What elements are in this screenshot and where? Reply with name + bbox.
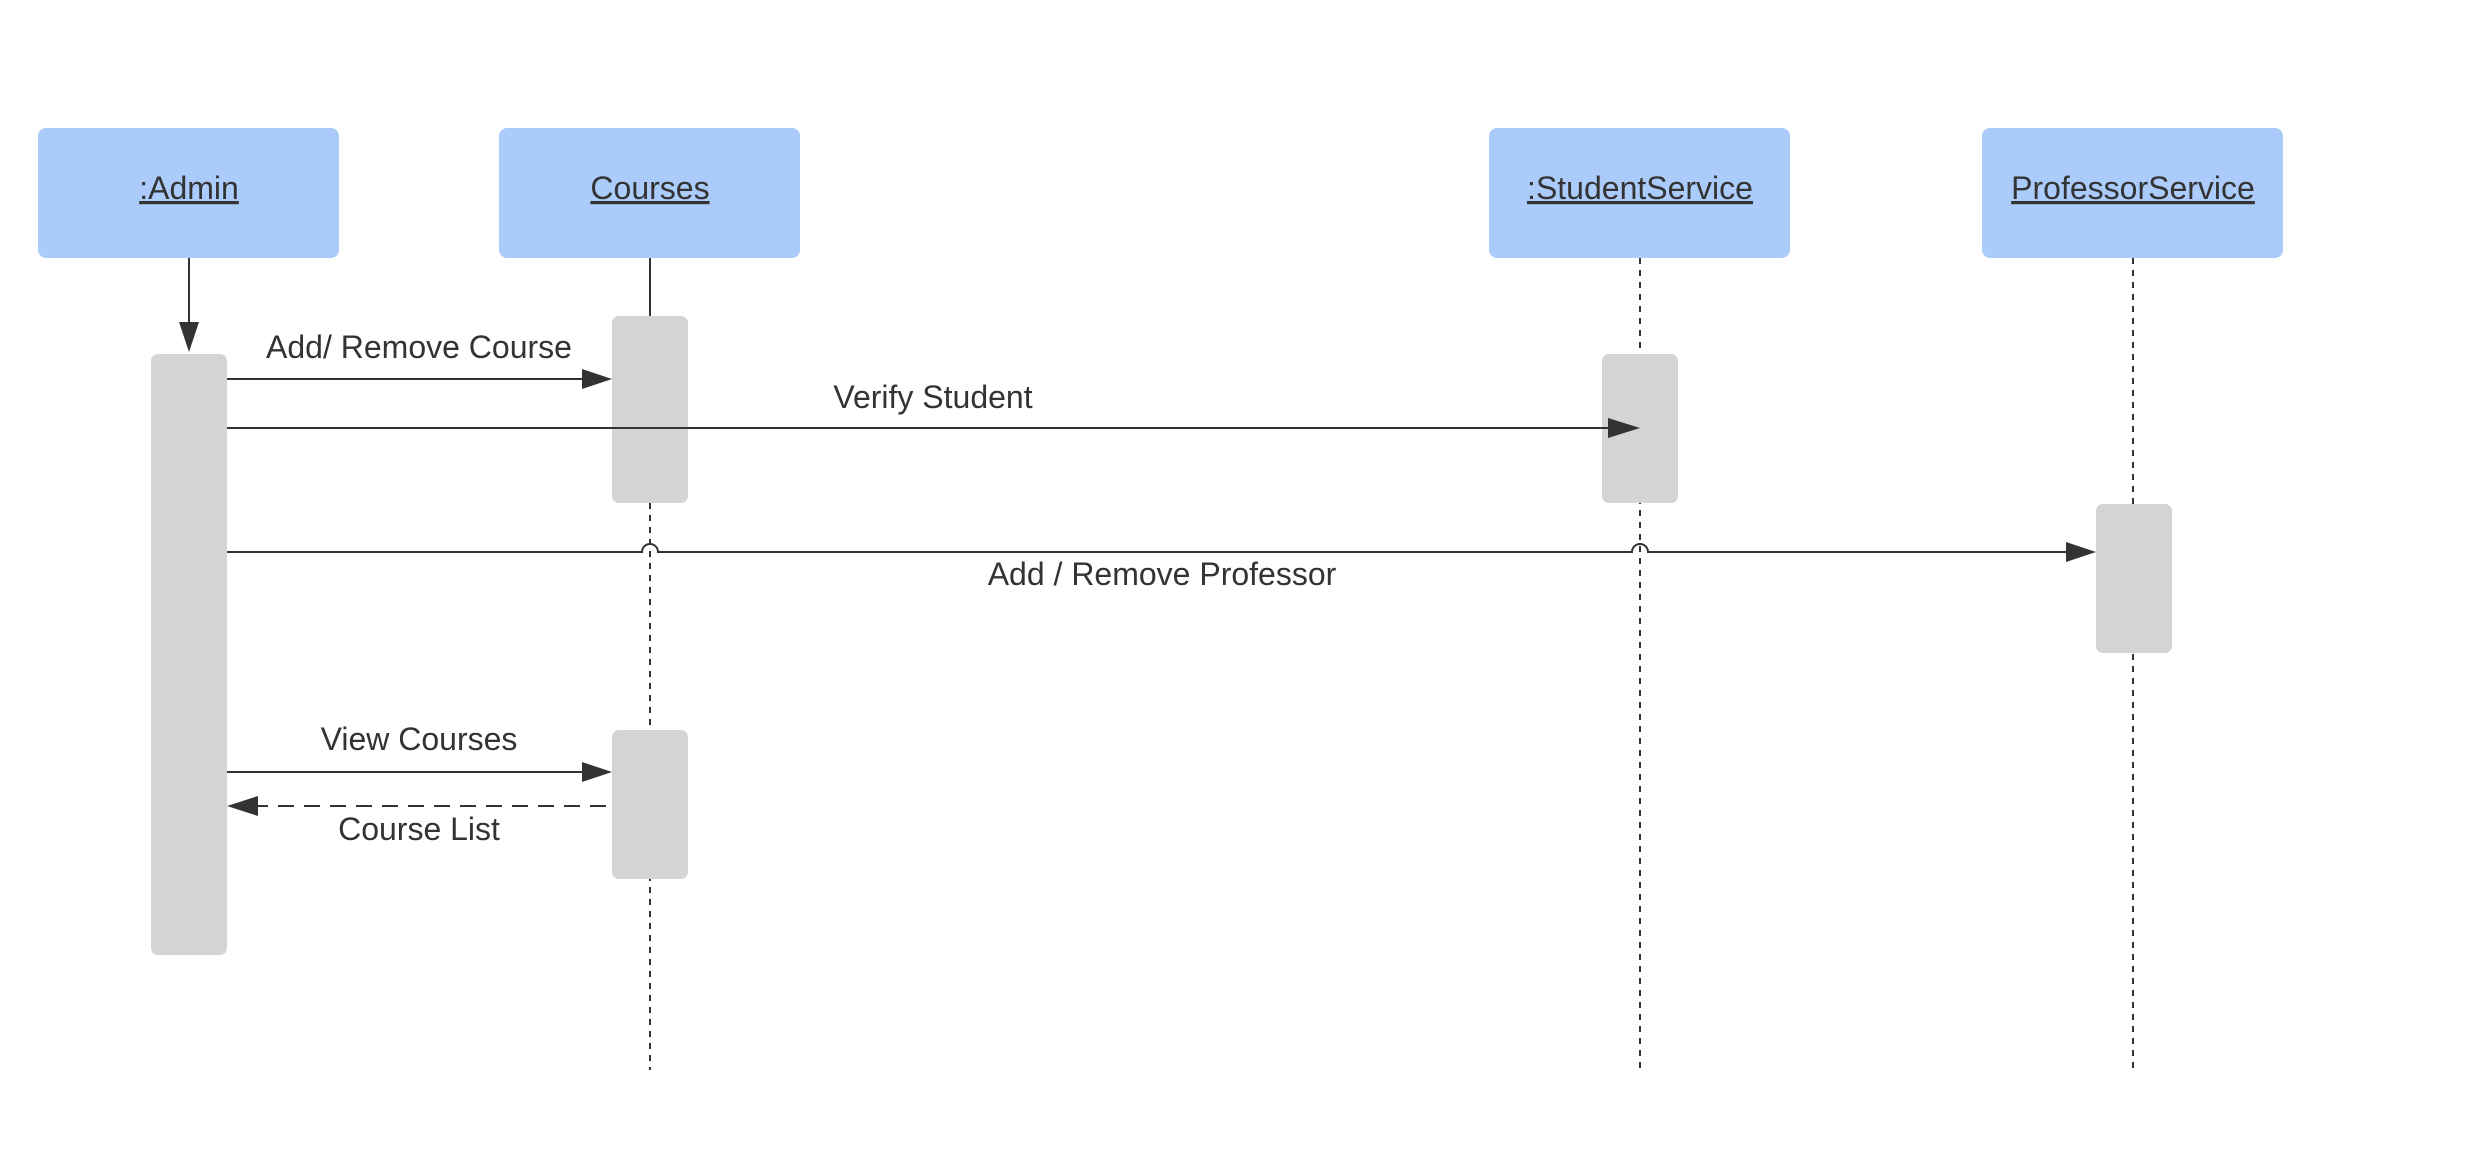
message-add-remove-professor[interactable]: Add / Remove Professor (227, 542, 2096, 592)
message-verify-student[interactable]: Verify Student (227, 379, 1640, 438)
message-view-courses-label: View Courses (321, 721, 518, 757)
message-add-remove-professor-label: Add / Remove Professor (988, 556, 1337, 592)
participant-admin-label: :Admin (139, 170, 239, 206)
activation-student-service (1602, 354, 1678, 503)
participant-courses-label: Courses (590, 170, 709, 206)
activation-admin (151, 354, 227, 955)
participant-courses[interactable]: Courses (499, 128, 800, 258)
message-verify-student-label: Verify Student (833, 379, 1032, 415)
participant-professor-service[interactable]: ProfessorService (1982, 128, 2283, 258)
participant-student-service-label: :StudentService (1527, 170, 1753, 206)
message-view-courses[interactable]: View Courses (227, 721, 612, 782)
participant-professor-service-label: ProfessorService (2011, 170, 2255, 206)
participant-student-service[interactable]: :StudentService (1489, 128, 1790, 258)
message-course-list-label: Course List (338, 811, 500, 847)
participant-admin[interactable]: :Admin (38, 128, 339, 258)
message-add-remove-course-label: Add/ Remove Course (266, 329, 572, 365)
activation-professor-service (2096, 504, 2172, 653)
activation-courses-1 (612, 316, 688, 503)
message-add-remove-course[interactable]: Add/ Remove Course (227, 329, 612, 389)
message-course-list[interactable]: Course List (227, 796, 612, 847)
lifeline-admin-arrowhead (179, 322, 199, 352)
activation-courses-2 (612, 730, 688, 879)
